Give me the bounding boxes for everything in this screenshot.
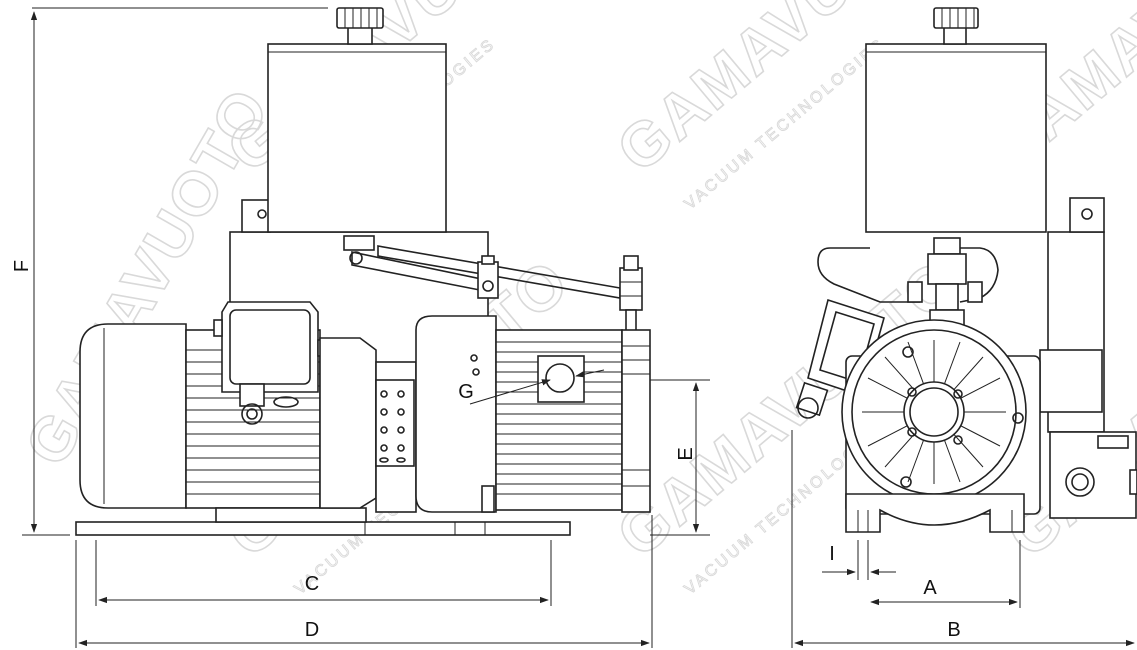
- dimension-label-f: F: [11, 260, 33, 272]
- side-view: [75, 7, 651, 536]
- front-hub: [903, 381, 965, 443]
- base-plate: [75, 521, 571, 536]
- front-filter-cap-knob: [933, 7, 979, 29]
- front-oil-filter-cylinder: [865, 43, 1047, 233]
- front-feet: [845, 493, 1025, 533]
- dimension-label-g: G: [458, 381, 474, 403]
- dimension-label-c: C: [305, 573, 319, 595]
- cable-gland: [241, 403, 263, 425]
- dimension-label-i: I: [829, 543, 835, 565]
- dimension-label-d: D: [305, 619, 319, 641]
- pump-fins: [496, 341, 622, 495]
- dimension-g-leader: [469, 379, 551, 405]
- gas-ballast-valve: [619, 267, 643, 311]
- end-flange: [621, 329, 651, 513]
- dimension-lines: [22, 7, 1135, 648]
- pump-front-cover: [415, 315, 497, 513]
- dimension-label-e: E: [675, 447, 697, 460]
- exhaust-port: [537, 355, 585, 403]
- dimension-label-a: A: [923, 577, 937, 599]
- coupling-flange: [319, 337, 377, 509]
- oil-filter-cylinder: [267, 43, 447, 233]
- dimension-labels: F E C D G I A B: [11, 260, 961, 641]
- dimension-label-b: B: [947, 619, 960, 641]
- motor-end-cap: [79, 323, 187, 509]
- front-view: [795, 7, 1137, 533]
- filter-cap-knob: [336, 7, 384, 29]
- perforated-bell: [375, 379, 415, 467]
